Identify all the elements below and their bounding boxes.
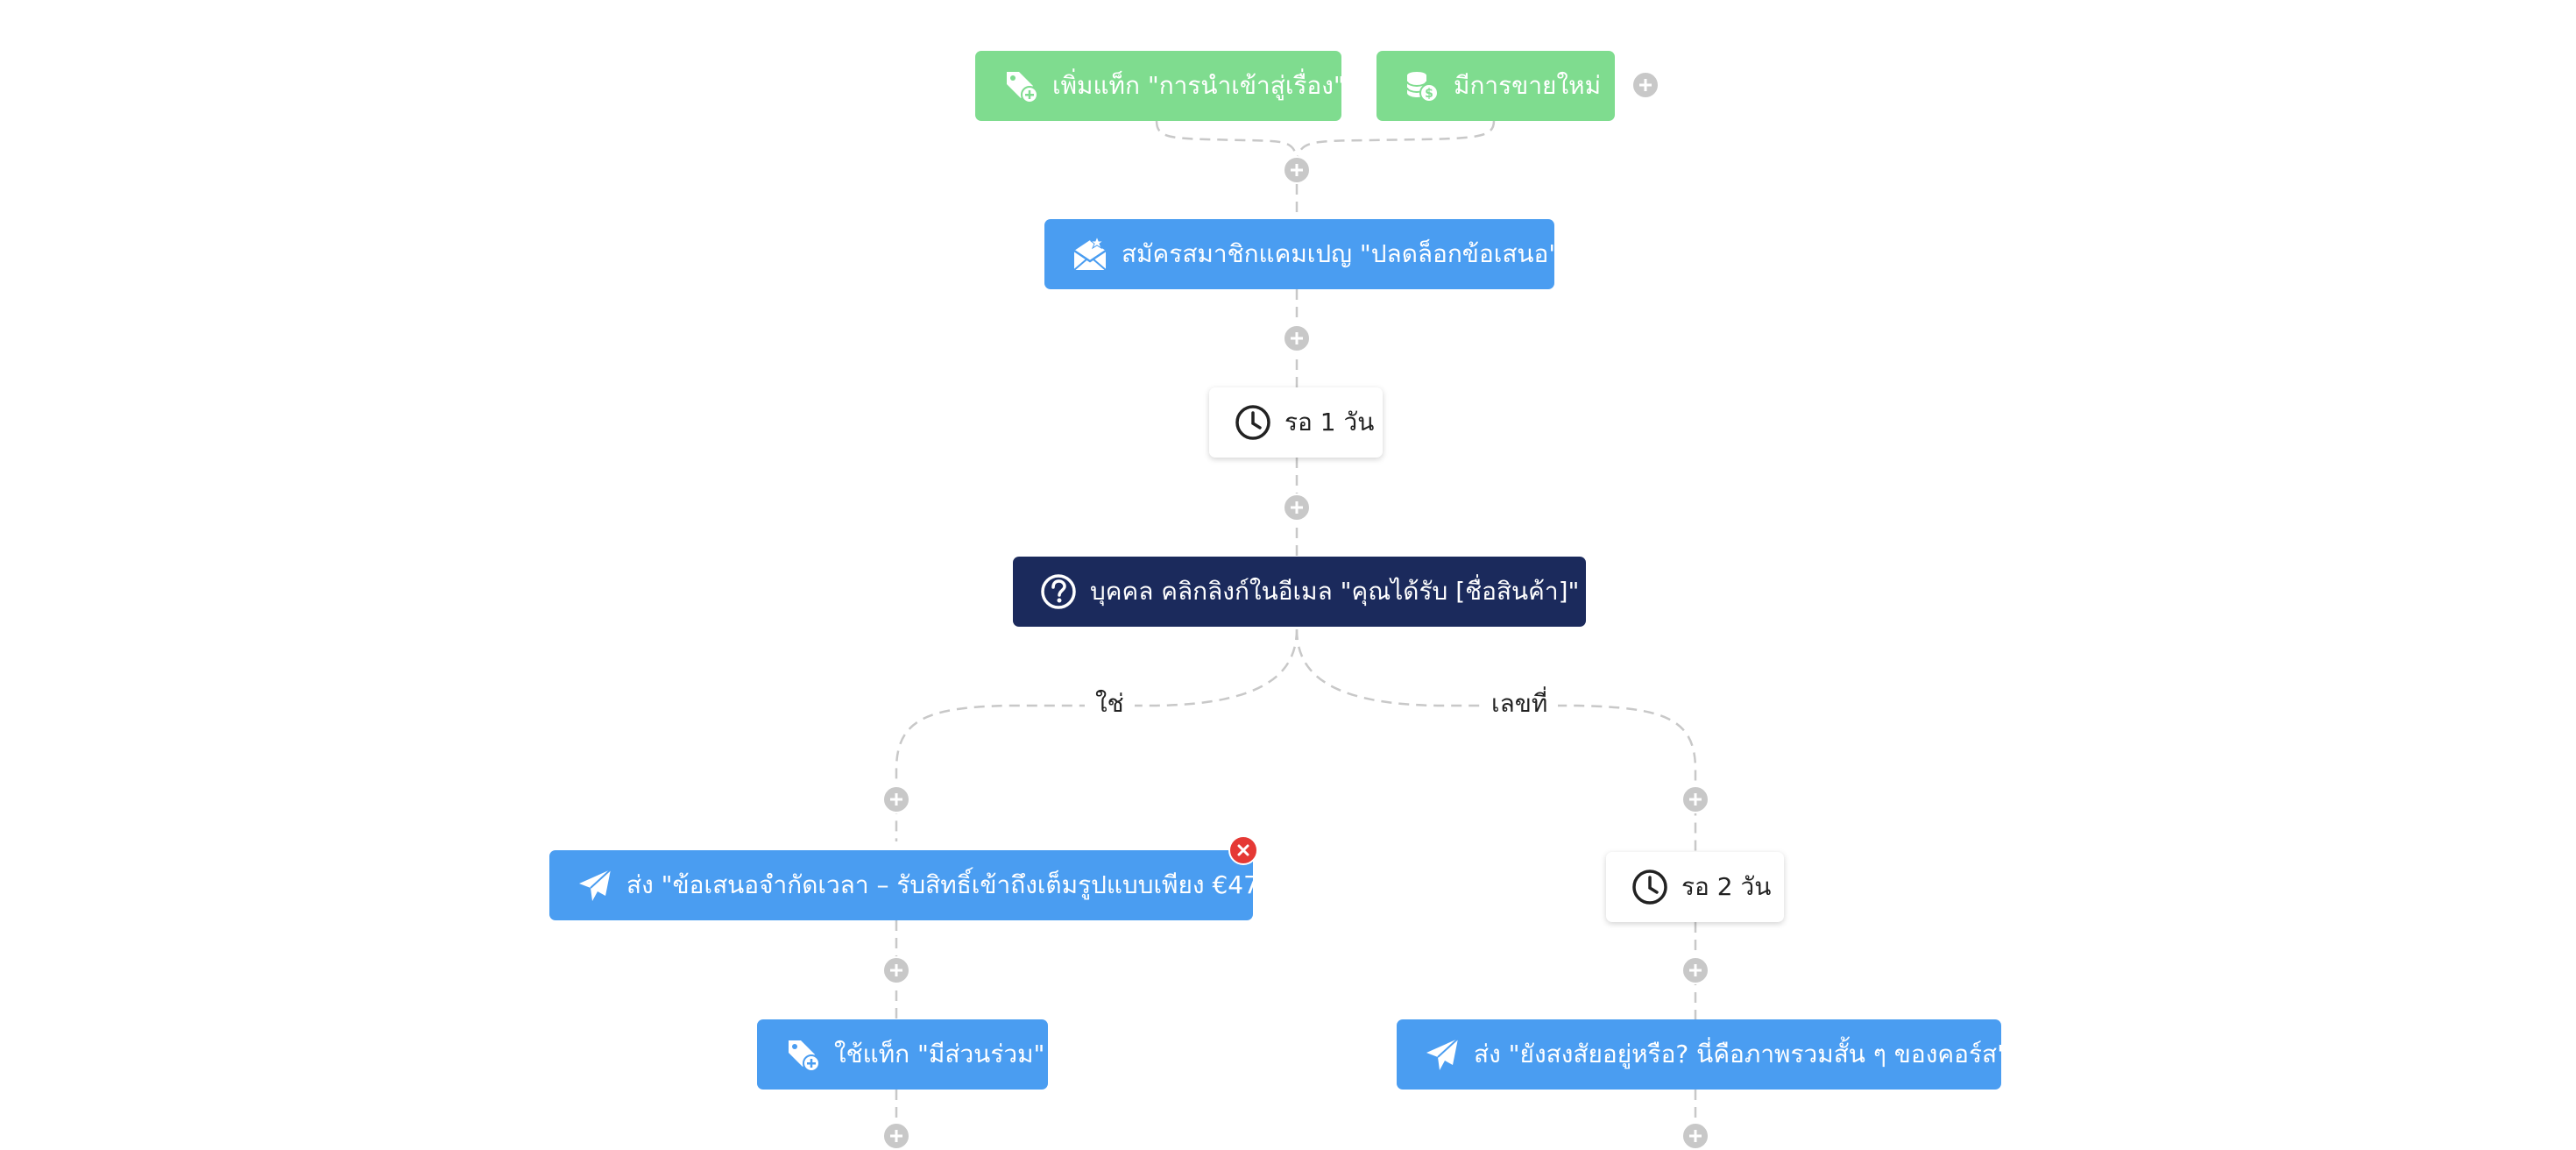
step-wait-1-day[interactable]: รอ 1 วัน bbox=[1209, 387, 1383, 458]
add-step-button[interactable] bbox=[1681, 956, 1709, 984]
step-apply-tag-engaged[interactable]: ใช้แท็ก "มีส่วนร่วม" bbox=[757, 1019, 1048, 1090]
trigger-new-sale[interactable]: $ มีการขายใหม่ bbox=[1376, 51, 1615, 121]
trigger-new-sale-label: มีการขายใหม่ bbox=[1454, 71, 1602, 100]
coins-dollar-icon: $ bbox=[1403, 67, 1441, 105]
tag-add-icon bbox=[1001, 67, 1040, 105]
clock-icon bbox=[1234, 403, 1272, 442]
branch-label-yes: ใช่ bbox=[1085, 689, 1135, 719]
step-condition-link-clicked[interactable]: บุคคล คลิกลิงก์ในอีเมล "คุณได้รับ [ชื่อส… bbox=[1013, 557, 1600, 627]
branch-label-no: เลขที่ bbox=[1481, 689, 1559, 719]
close-icon bbox=[1237, 844, 1249, 856]
add-step-button[interactable] bbox=[1283, 493, 1311, 522]
svg-text:$: $ bbox=[1425, 87, 1433, 101]
step-wait-1-label: รอ 1 วัน bbox=[1284, 408, 1375, 437]
step-send-offer-label: ส่ง "ข้อเสนอจำกัดเวลา – รับสิทธิ์เข้าถึง… bbox=[626, 870, 1270, 899]
add-step-button[interactable] bbox=[1283, 156, 1311, 184]
step-send-limited-offer[interactable]: ส่ง "ข้อเสนอจำกัดเวลา – รับสิทธิ์เข้าถึง… bbox=[549, 850, 1270, 920]
trigger-add-tag[interactable]: เพิ่มแท็ก "การนำเข้าสู่เรื่อง" bbox=[975, 51, 1345, 121]
step-wait-2-days[interactable]: รอ 2 วัน bbox=[1606, 852, 1784, 922]
add-step-button[interactable] bbox=[1283, 324, 1311, 352]
step-send-overview-label: ส่ง "ยังสงสัยอยู่หรือ? นี่คือภาพรวมสั้น … bbox=[1474, 1040, 2008, 1068]
add-step-button[interactable] bbox=[882, 785, 910, 813]
clock-icon bbox=[1631, 868, 1669, 906]
step-wait-2-label: รอ 2 วัน bbox=[1681, 872, 1772, 901]
paper-plane-icon bbox=[576, 866, 614, 905]
delete-step-button[interactable] bbox=[1228, 835, 1258, 865]
trigger-add-tag-label: เพิ่มแท็ก "การนำเข้าสู่เรื่อง" bbox=[1052, 71, 1345, 100]
step-apply-tag-label: ใช้แท็ก "มีส่วนร่วม" bbox=[834, 1040, 1045, 1068]
step-condition-label: บุคคล คลิกลิงก์ในอีเมล "คุณได้รับ [ชื่อส… bbox=[1090, 577, 1601, 606]
question-circle-icon bbox=[1039, 572, 1078, 611]
step-send-course-overview[interactable]: ส่ง "ยังสงสัยอยู่หรือ? นี่คือภาพรวมสั้น … bbox=[1397, 1019, 2008, 1090]
add-step-button[interactable] bbox=[1681, 1122, 1709, 1150]
tag-add-icon bbox=[783, 1035, 822, 1074]
add-step-button[interactable] bbox=[1681, 785, 1709, 813]
step-subscribe-label: สมัครสมาชิกแคมเปญ "ปลดล็อกข้อเสนอ" bbox=[1122, 239, 1560, 268]
envelope-open-icon bbox=[1071, 235, 1109, 273]
add-trigger-button[interactable] bbox=[1631, 71, 1660, 99]
add-step-button[interactable] bbox=[882, 956, 910, 984]
step-subscribe-campaign[interactable]: สมัครสมาชิกแคมเปญ "ปลดล็อกข้อเสนอ" bbox=[1044, 219, 1560, 289]
paper-plane-icon bbox=[1423, 1035, 1461, 1074]
add-step-button[interactable] bbox=[882, 1122, 910, 1150]
